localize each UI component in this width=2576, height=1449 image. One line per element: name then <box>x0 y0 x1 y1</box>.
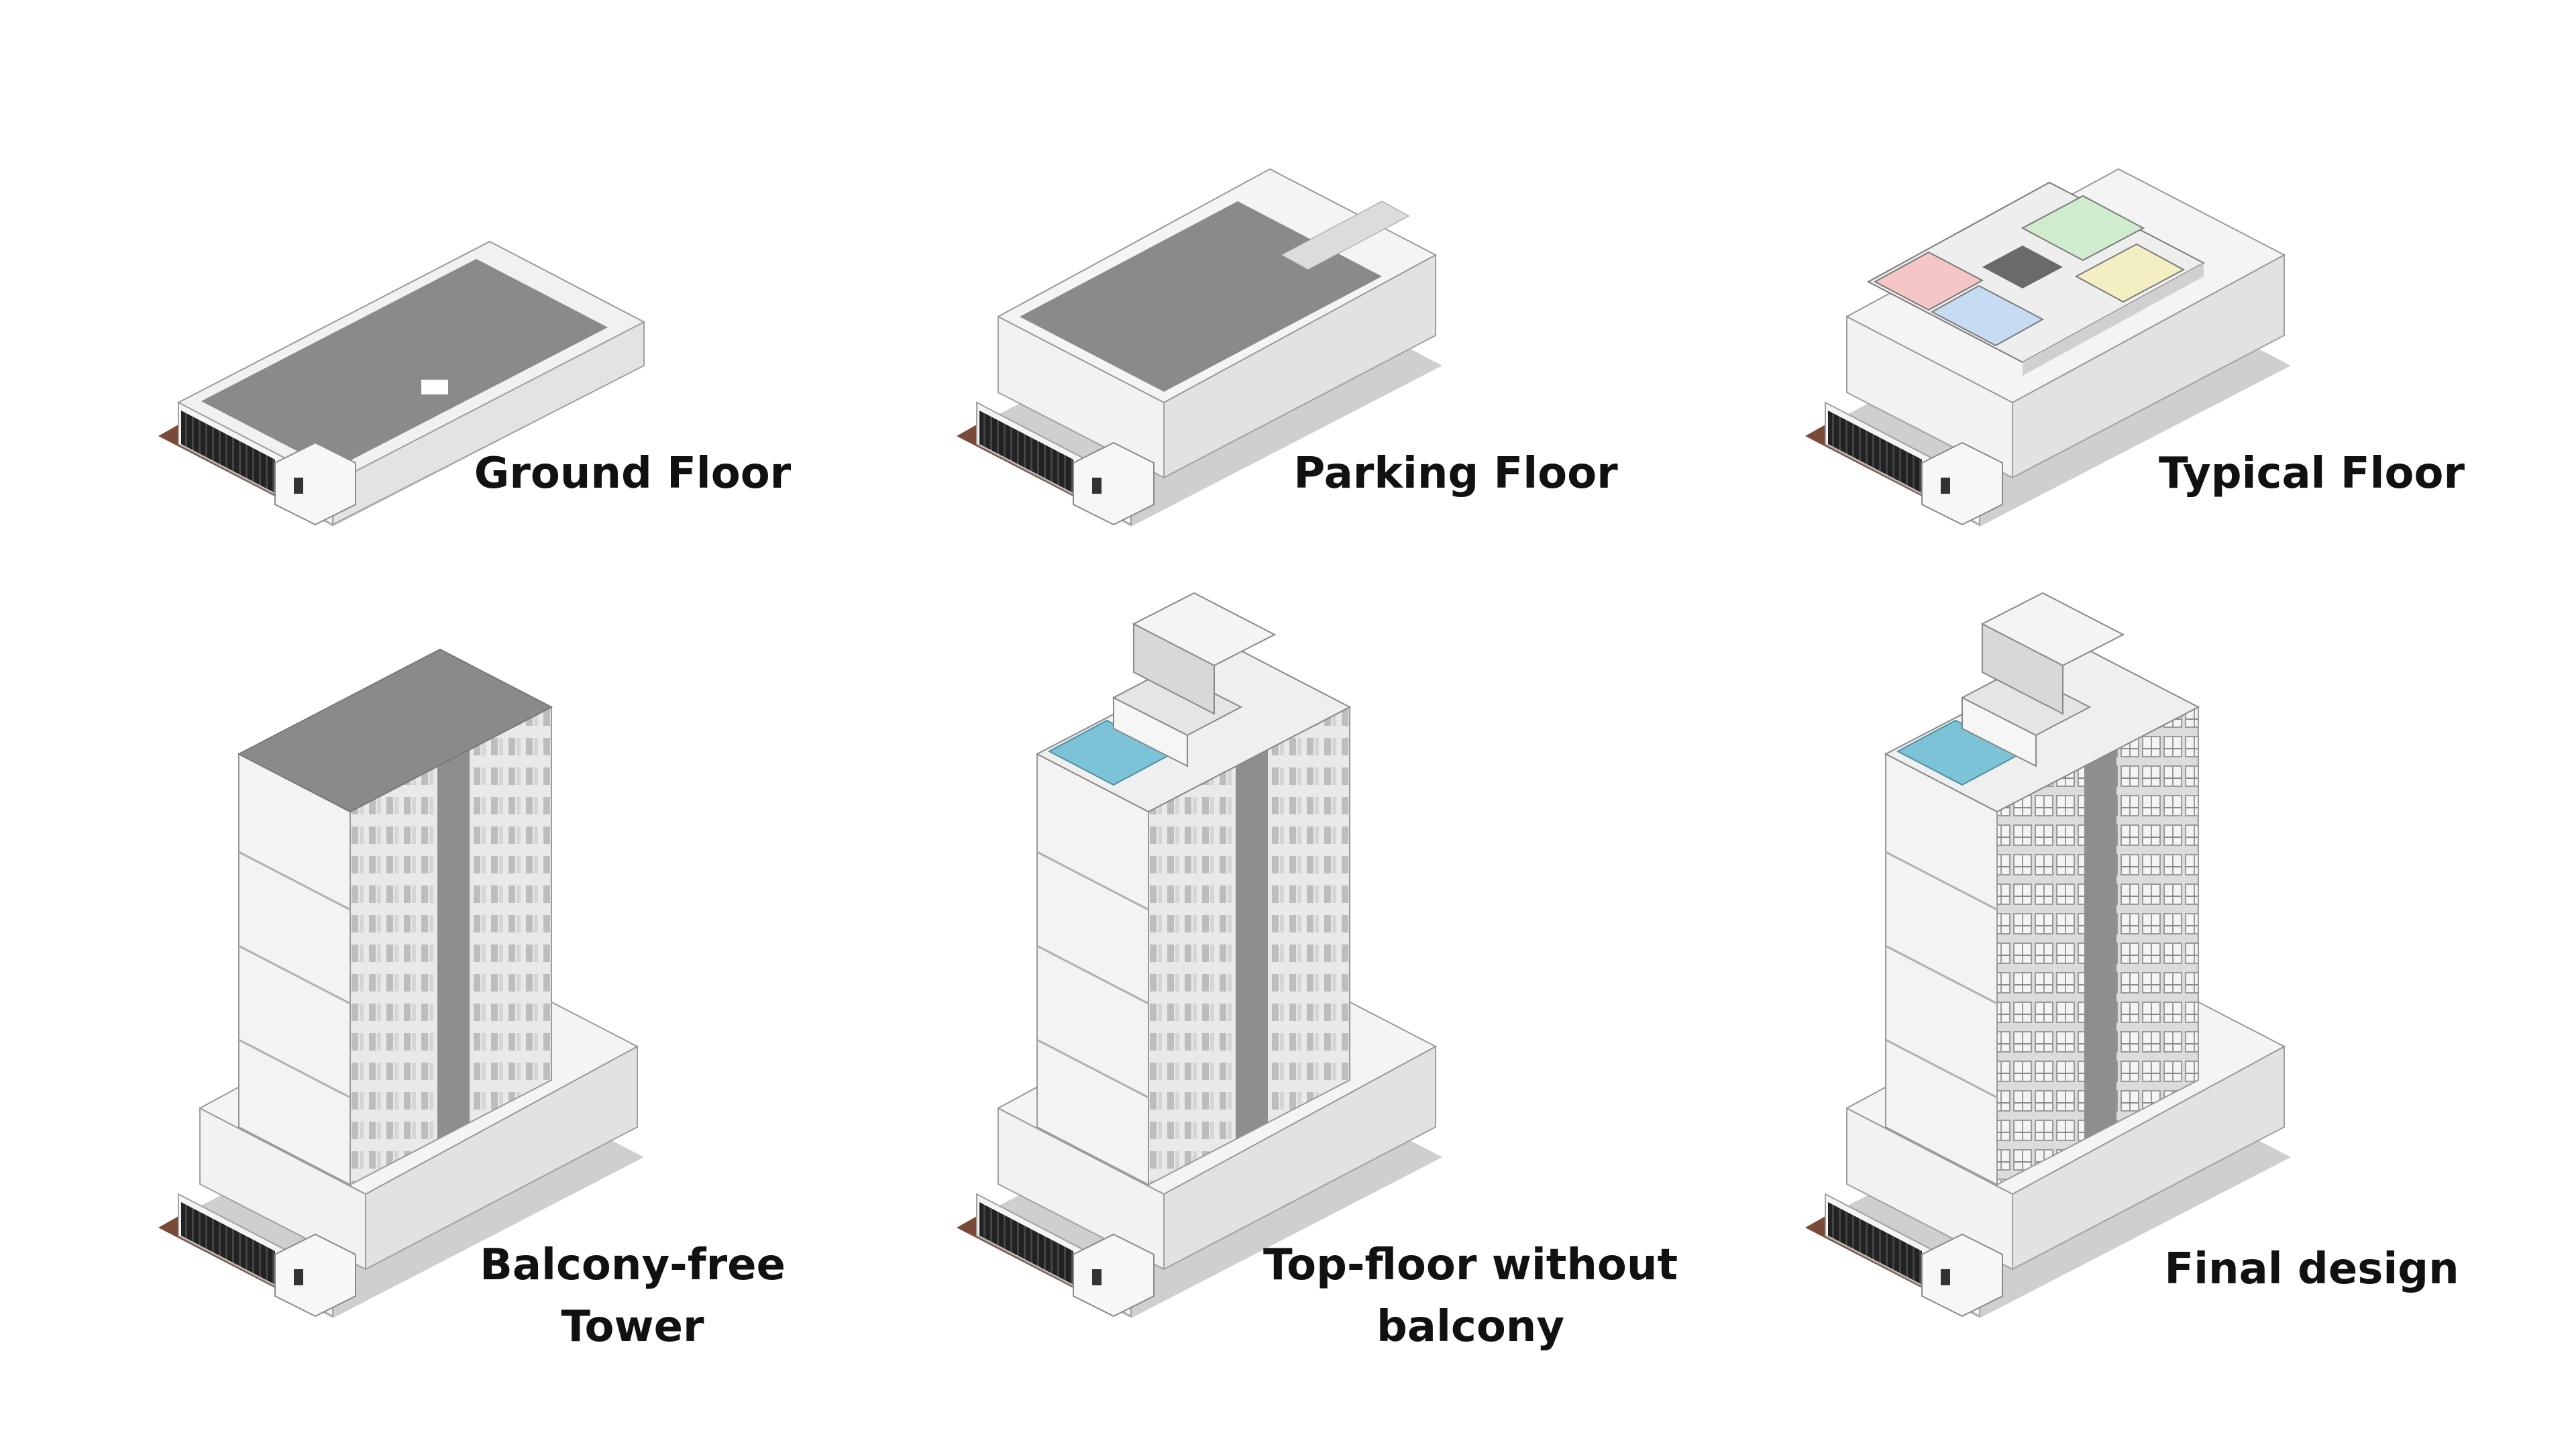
fence <box>1828 411 1922 493</box>
building-top-floor-without-balcony <box>957 592 1442 1318</box>
stair-tower-roof <box>1132 592 1277 667</box>
tower-core-shaft <box>2084 694 2116 1139</box>
caption-ground-floor: Ground Floor <box>474 443 791 504</box>
ramp <box>1280 201 1410 270</box>
unit-green <box>2021 195 2145 262</box>
caption-line: Top-floor without <box>1263 1240 1678 1290</box>
parking-deck <box>1020 201 1382 392</box>
guard-door <box>1092 1269 1102 1285</box>
tower-left-face <box>1036 753 1149 1186</box>
building-parking-floor <box>957 168 1442 527</box>
stair-tower-roof <box>1980 592 2125 667</box>
caption-line: balcony <box>1376 1302 1565 1352</box>
fence <box>979 411 1073 493</box>
floor-band <box>238 1038 351 1099</box>
guard-door <box>1092 478 1102 494</box>
floor-band <box>1885 1038 1998 1099</box>
guard-door <box>1941 1269 1950 1285</box>
guard-door <box>294 1269 303 1285</box>
floor-band <box>238 851 351 911</box>
tower-core-shaft <box>437 749 470 1139</box>
tower-left-face <box>1885 753 1998 1186</box>
building-typical-floor <box>1805 168 2291 527</box>
floor-band <box>1885 851 1998 911</box>
fence <box>1828 1202 1922 1285</box>
caption-typical-floor: Typical Floor <box>2159 443 2465 504</box>
guard-house <box>274 1233 356 1318</box>
floor-band <box>238 945 351 1005</box>
building-final-design <box>1805 592 2291 1318</box>
caption-line: Parking Floor <box>1293 449 1618 498</box>
floor-plate <box>201 259 608 470</box>
slab-right-edge <box>2023 263 2204 376</box>
fence <box>181 411 275 493</box>
caption-line: Balcony-free <box>480 1240 786 1290</box>
building-balcony-free-tower <box>158 648 644 1318</box>
guard-door <box>294 478 303 494</box>
caption-final-design: Final design <box>2164 1238 2459 1300</box>
caption-line: Typical Floor <box>2158 449 2465 498</box>
guard-house <box>1921 1233 2003 1318</box>
light-well <box>421 380 448 394</box>
caption-top-floor-without-balcony: Top-floor without balcony <box>1263 1234 1678 1358</box>
guard-house <box>1073 441 1155 526</box>
unit-yellow <box>2074 243 2186 303</box>
caption-line: Final design <box>2164 1244 2459 1294</box>
unit-pink <box>1873 251 1984 311</box>
fence <box>181 1202 275 1285</box>
caption-parking-floor: Parking Floor <box>1293 443 1617 504</box>
guard-door <box>1941 478 1950 494</box>
guard-house <box>274 441 356 526</box>
floor-band <box>1885 945 1998 1005</box>
floor-band <box>1036 1038 1149 1099</box>
guard-house <box>1073 1233 1155 1318</box>
guard-house <box>1921 441 2003 526</box>
caption-line: Ground Floor <box>474 449 792 498</box>
tower-core-shaft <box>1236 694 1268 1139</box>
caption-balcony-free-tower: Balcony-free Tower <box>480 1234 786 1358</box>
floor-band <box>1036 851 1149 911</box>
unit-blue <box>1930 284 2045 347</box>
floor-band <box>1036 945 1149 1005</box>
tower-left-face <box>238 753 351 1186</box>
core-dark <box>1982 246 2063 288</box>
caption-line: Tower <box>561 1302 704 1352</box>
fence <box>979 1202 1073 1285</box>
building-ground-floor <box>158 240 646 527</box>
tower-roof <box>237 648 553 813</box>
